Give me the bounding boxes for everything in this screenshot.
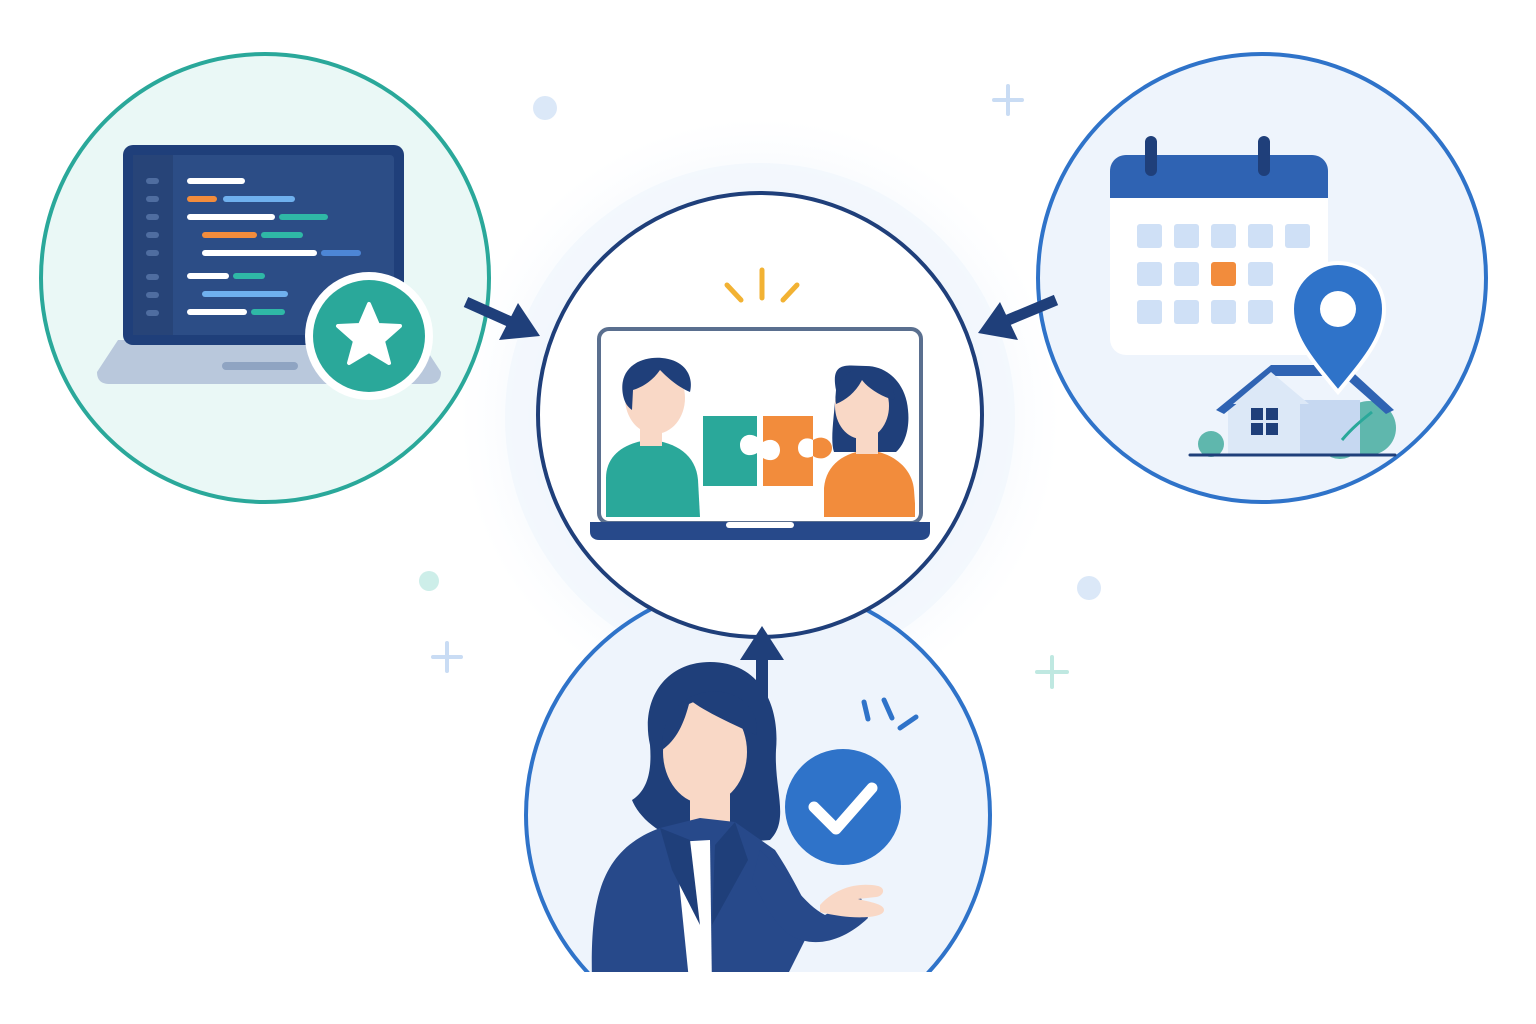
video-call-laptop-icon: [590, 267, 930, 540]
calendar-icon: [1110, 136, 1328, 355]
woman-presenting-icon: [590, 662, 884, 972]
arrow-approval-to-hub: [740, 626, 784, 704]
person-right-icon: [824, 365, 915, 517]
checkmark-badge-icon: [785, 697, 919, 865]
location-pin-icon: [1289, 260, 1387, 396]
node-skills: [39, 52, 491, 504]
arrow-skills-to-hub: [463, 296, 540, 340]
node-hub: [536, 191, 984, 639]
puzzle-pieces-icon: [703, 416, 832, 486]
star-badge-icon: [305, 272, 433, 400]
node-schedule: [1036, 52, 1488, 504]
arrow-schedule-to-hub: [978, 294, 1059, 340]
idea-sparks-icon: [724, 267, 800, 303]
node-approval: [524, 581, 992, 972]
decorative-sparkles: [419, 84, 1101, 689]
person-left-icon: [606, 357, 700, 517]
